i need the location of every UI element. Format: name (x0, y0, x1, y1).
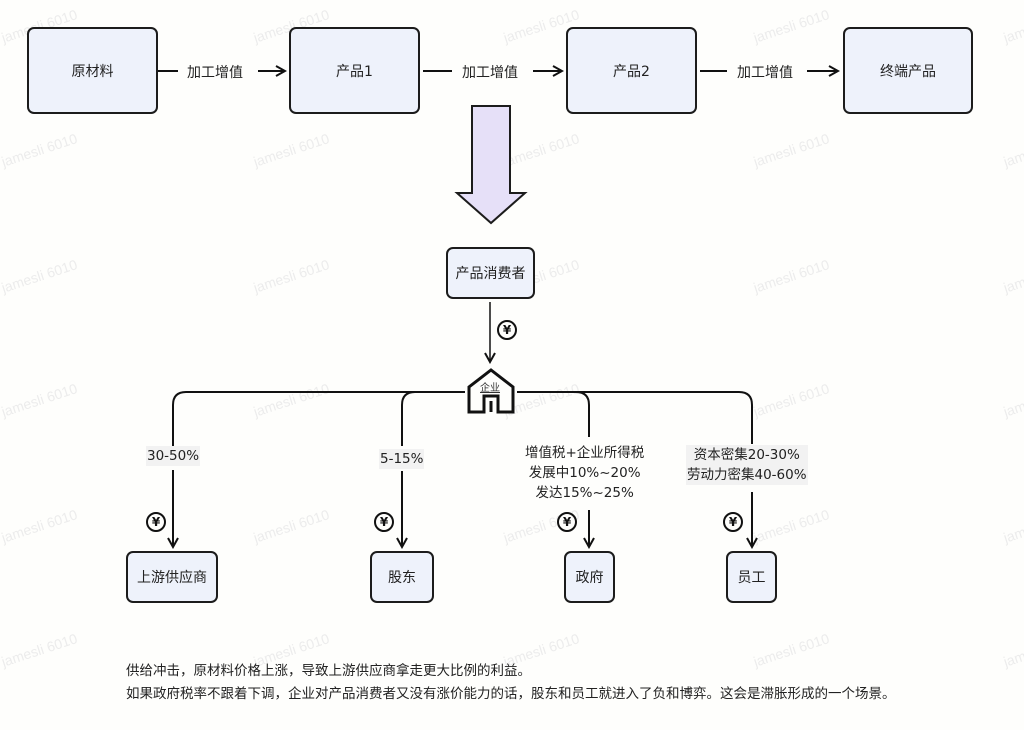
branch-line-government (517, 391, 590, 437)
government-share-label: 增值税+企业所得税 发展中10%~20% 发达15%~25% (524, 443, 645, 503)
consumer-node[interactable]: 产品消费者 (446, 247, 535, 299)
flow-node-raw-material[interactable]: 原材料 (27, 27, 158, 114)
government-share-line-2: 发展中10%~20% (528, 465, 641, 481)
branch-line-employee (576, 391, 753, 444)
note-line-2: 如果政府税率不跟着下调，企业对产品消费者又没有涨价能力的话，股东和员工就进入了负… (126, 686, 896, 702)
employee-share-line-1: 资本密集20-30% (693, 447, 800, 463)
government-share-line-1: 增值税+企业所得税 (525, 445, 645, 461)
flow-edge-label-2: 加工增值 (462, 65, 518, 81)
branch-line-supplier (172, 391, 465, 446)
notes-text: 供给冲击，原材料价格上涨，导致上游供应商拿走更大比例的利益。 如果政府税率不跟着… (126, 660, 896, 706)
employee-share-line-2: 劳动力密集40-60% (687, 467, 807, 483)
flow-edge-label-3: 加工增值 (737, 65, 793, 81)
yen-coin-icon: ¥ (723, 512, 743, 532)
note-line-1: 供给冲击，原材料价格上涨，导致上游供应商拿走更大比例的利益。 (126, 663, 531, 679)
government-share-line-3: 发达15%~25% (535, 485, 634, 501)
supplier-share-label: 30-50% (146, 446, 201, 466)
target-node-shareholder[interactable]: 股东 (370, 551, 434, 603)
big-down-arrow (454, 105, 528, 225)
flow-node-end-product[interactable]: 终端产品 (843, 27, 973, 114)
shareholder-share-label: 5-15% (379, 449, 425, 469)
supplier-share-line: 30-50% (147, 448, 200, 464)
target-node-supplier[interactable]: 上游供应商 (126, 551, 218, 603)
flow-node-product-1[interactable]: 产品1 (289, 27, 420, 114)
branch-line-shareholder (401, 391, 416, 446)
flow-node-product-2[interactable]: 产品2 (566, 27, 697, 114)
shareholder-share-line: 5-15% (380, 451, 424, 467)
target-node-employee[interactable]: 员工 (726, 551, 777, 603)
flow-edge-label-1: 加工增值 (187, 65, 243, 81)
target-node-government[interactable]: 政府 (564, 551, 615, 603)
yen-coin-icon: ¥ (146, 512, 166, 532)
house-icon (467, 368, 515, 414)
yen-coin-icon: ¥ (557, 512, 577, 532)
yen-coin-icon: ¥ (374, 512, 394, 532)
employee-share-label: 资本密集20-30% 劳动力密集40-60% (686, 445, 808, 485)
enterprise-label: 企业 (480, 383, 500, 394)
yen-coin-icon: ¥ (497, 320, 517, 340)
